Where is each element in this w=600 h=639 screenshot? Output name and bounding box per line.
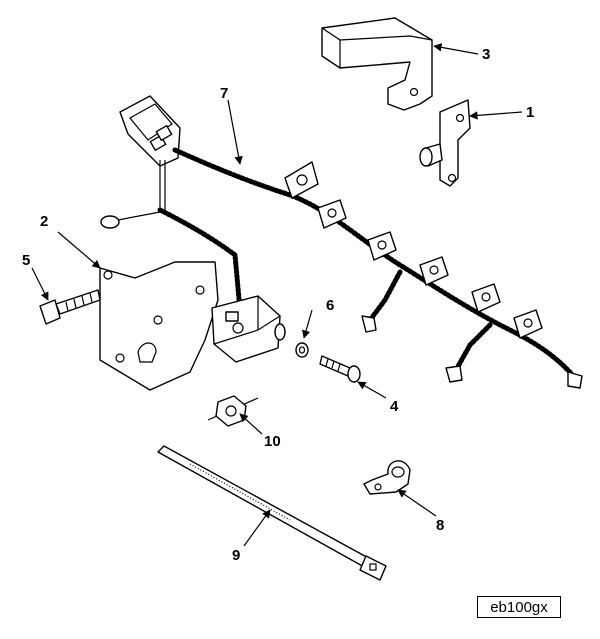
leader-8: [397, 489, 437, 517]
part-3-bracket: [321, 17, 433, 111]
callout-9: 9: [232, 547, 240, 564]
callout-4: 4: [390, 398, 399, 415]
callout-10: 10: [264, 433, 281, 450]
part-8-clamp: [363, 460, 411, 495]
callout-6: 6: [326, 297, 334, 314]
callout-1: 1: [526, 104, 534, 121]
part-5-bolt: [39, 289, 101, 325]
leader-6: [302, 309, 313, 339]
callout-3: 3: [482, 46, 490, 63]
leader-5: [31, 267, 49, 301]
leader-9: [243, 509, 271, 547]
part-7-wiring-harness: [100, 95, 583, 389]
leader-7: [227, 99, 243, 165]
callout-leaders: [31, 43, 523, 547]
callout-2: 2: [40, 213, 48, 230]
leader-1: [469, 111, 523, 120]
leader-3: [433, 43, 479, 55]
part-4-screw: [319, 355, 361, 383]
figure-id-label: eb100gx: [477, 596, 561, 618]
leader-4: [357, 381, 387, 399]
leader-10: [239, 413, 263, 435]
part-10-nut: [207, 395, 259, 427]
leader-2: [57, 231, 101, 269]
callout-labels: 1 2 3 4 5 6 7 8 9 10: [22, 46, 534, 564]
part-2-mounting-bracket: [99, 261, 286, 391]
callout-5: 5: [22, 252, 30, 269]
callout-7: 7: [220, 85, 228, 102]
part-1-pin-bracket: [419, 99, 471, 187]
callout-8: 8: [436, 517, 444, 534]
part-6-washer: [295, 342, 309, 358]
part-9-cable-tie: [157, 445, 387, 581]
